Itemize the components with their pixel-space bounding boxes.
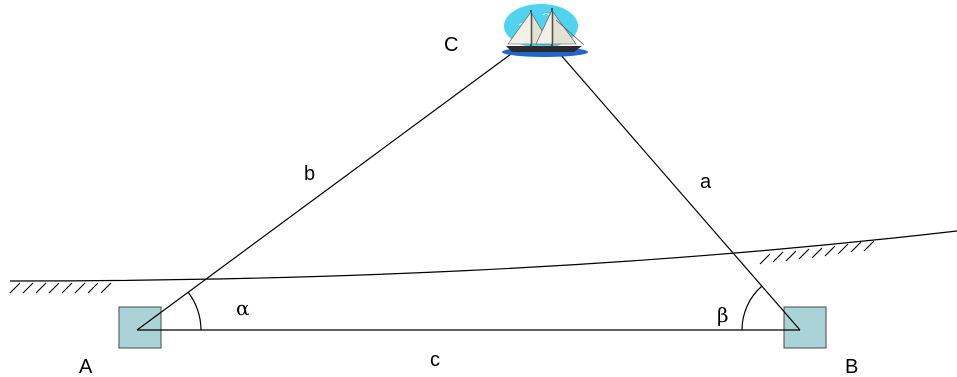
angle-label-beta: β <box>717 303 729 327</box>
shoreline <box>9 230 957 282</box>
angle-alpha-arc <box>187 291 202 331</box>
side-a-line <box>559 53 801 331</box>
vertex-label-a: A <box>79 356 93 377</box>
sailing-ship-icon <box>502 4 588 57</box>
right-hatching <box>759 240 875 265</box>
vertex-label-c: C <box>444 34 458 56</box>
left-hatching <box>9 282 112 294</box>
station-b <box>783 306 827 349</box>
side-label-c: c <box>430 349 440 371</box>
vertex-label-b: B <box>845 356 858 377</box>
angle-beta-arc <box>741 285 763 331</box>
side-b-line <box>136 53 512 331</box>
side-label-a: a <box>700 171 712 193</box>
angle-label-alpha: α <box>236 296 250 320</box>
side-label-b: b <box>304 163 315 185</box>
